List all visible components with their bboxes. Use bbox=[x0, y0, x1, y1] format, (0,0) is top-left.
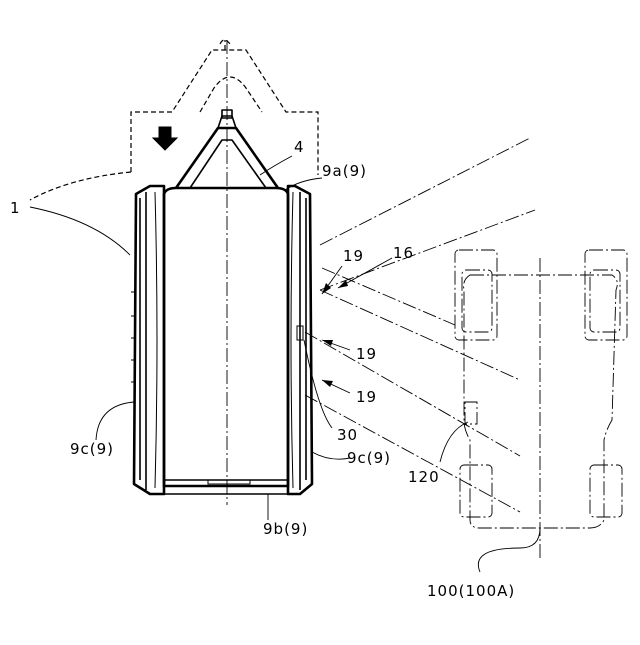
label-9c-left: 9c(9) bbox=[70, 440, 114, 458]
label-16: 16 bbox=[393, 244, 414, 262]
label-30: 30 bbox=[337, 426, 358, 444]
label-100: 100(100A) bbox=[427, 582, 515, 600]
label-120: 120 bbox=[408, 468, 440, 486]
second-vehicle bbox=[455, 250, 627, 560]
label-19-mid: 19 bbox=[356, 345, 377, 363]
direction-arrow-icon bbox=[153, 127, 177, 150]
label-19-bottom: 19 bbox=[356, 388, 377, 406]
label-19-top: 19 bbox=[343, 247, 364, 265]
vehicle-body bbox=[131, 110, 312, 494]
label-9c-right: 9c(9) bbox=[347, 449, 391, 467]
detection-range-lines bbox=[305, 138, 535, 512]
label-9b: 9b(9) bbox=[263, 520, 308, 538]
leader-lines bbox=[30, 156, 540, 572]
label-4: 4 bbox=[294, 138, 305, 156]
label-1: 1 bbox=[10, 199, 21, 217]
dashed-vehicle-outline bbox=[30, 40, 318, 200]
label-9a: 9a(9) bbox=[322, 162, 367, 180]
reference-labels: 1 4 9a(9) 16 19 19 19 30 9c(9) 9c(9) 120… bbox=[10, 138, 515, 600]
